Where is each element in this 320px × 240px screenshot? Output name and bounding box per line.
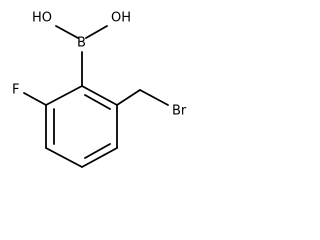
benzene-ring — [45, 85, 118, 168]
atom-label-oh: OH — [111, 11, 131, 26]
ring-bond-c1-c2 — [81, 85, 118, 106]
ring-double-bond-c3-c4 — [84, 143, 111, 159]
ring-bond-c4-c5 — [45, 147, 83, 168]
atom-label-fluorine: F — [12, 83, 19, 98]
atom-label-boron: B — [77, 36, 86, 51]
ring-bond-c6-c1 — [45, 85, 83, 106]
atom-label-ho: HO — [32, 11, 52, 26]
atom-label-bromine: Br — [172, 104, 187, 119]
ring-bond-c3-c4 — [81, 147, 118, 168]
bond-boron-oh — [85, 25, 108, 39]
bond-ring-fluorine — [23, 92, 47, 106]
structure-diagram: HO OH B F Br — [12, 11, 187, 168]
bond-boron-ho — [55, 25, 79, 39]
bond-ring-ch2 — [116, 89, 141, 106]
ring-double-bond-c1-c2 — [84, 94, 111, 110]
bond-ch2-bromine — [139, 89, 169, 106]
